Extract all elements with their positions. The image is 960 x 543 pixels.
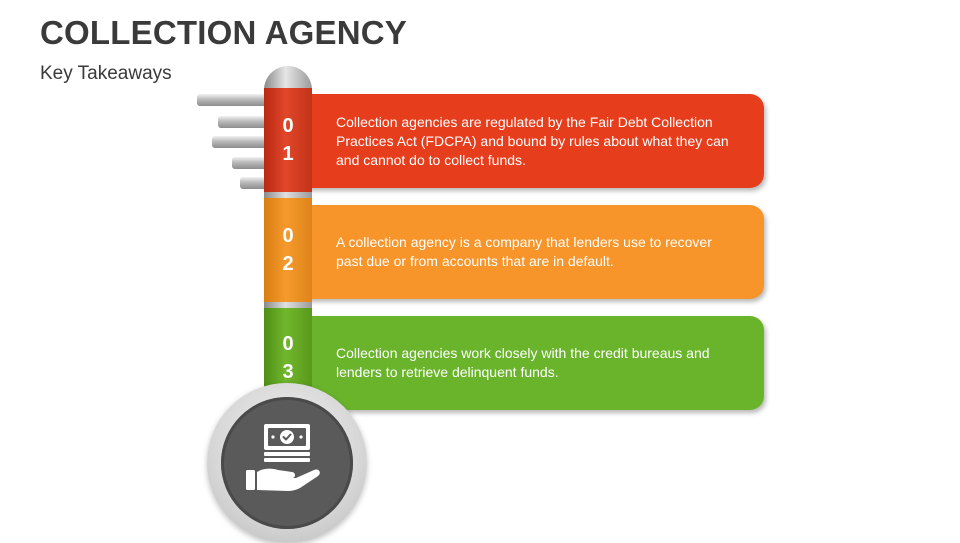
scale-bar (240, 177, 267, 189)
thermometer-bulb-inner (221, 397, 353, 529)
thermometer-segment-1: 0 1 (264, 88, 312, 192)
takeaway-text-1: Collection agencies are regulated by the… (336, 113, 729, 168)
hand-holding-money-icon (246, 424, 320, 491)
thermometer-separator (264, 302, 312, 308)
segment-number-digit: 3 (282, 361, 294, 383)
segment-number-digit: 0 (282, 225, 294, 247)
segment-number-digit: 0 (282, 333, 294, 355)
takeaway-card-2: A collection agency is a company that le… (296, 205, 764, 299)
thermometer-segment-2: 0 2 (264, 198, 312, 302)
scale-bar (212, 136, 267, 148)
segment-number-digit: 2 (282, 253, 294, 275)
page-title: COLLECTION AGENCY (40, 14, 408, 51)
takeaway-text-2: A collection agency is a company that le… (336, 234, 712, 269)
scale-bar (232, 157, 267, 169)
page-subtitle: Key Takeaways (40, 63, 172, 84)
scale-bar (218, 116, 267, 128)
takeaway-card-3: Collection agencies work closely with th… (296, 316, 764, 410)
takeaway-text-3: Collection agencies work closely with th… (336, 345, 710, 380)
segment-number-digit: 1 (282, 143, 294, 165)
scale-bar (197, 94, 267, 106)
thermometer-separator (264, 192, 312, 198)
takeaway-card-1: Collection agencies are regulated by the… (296, 94, 764, 188)
segment-number-digit: 0 (282, 115, 294, 137)
